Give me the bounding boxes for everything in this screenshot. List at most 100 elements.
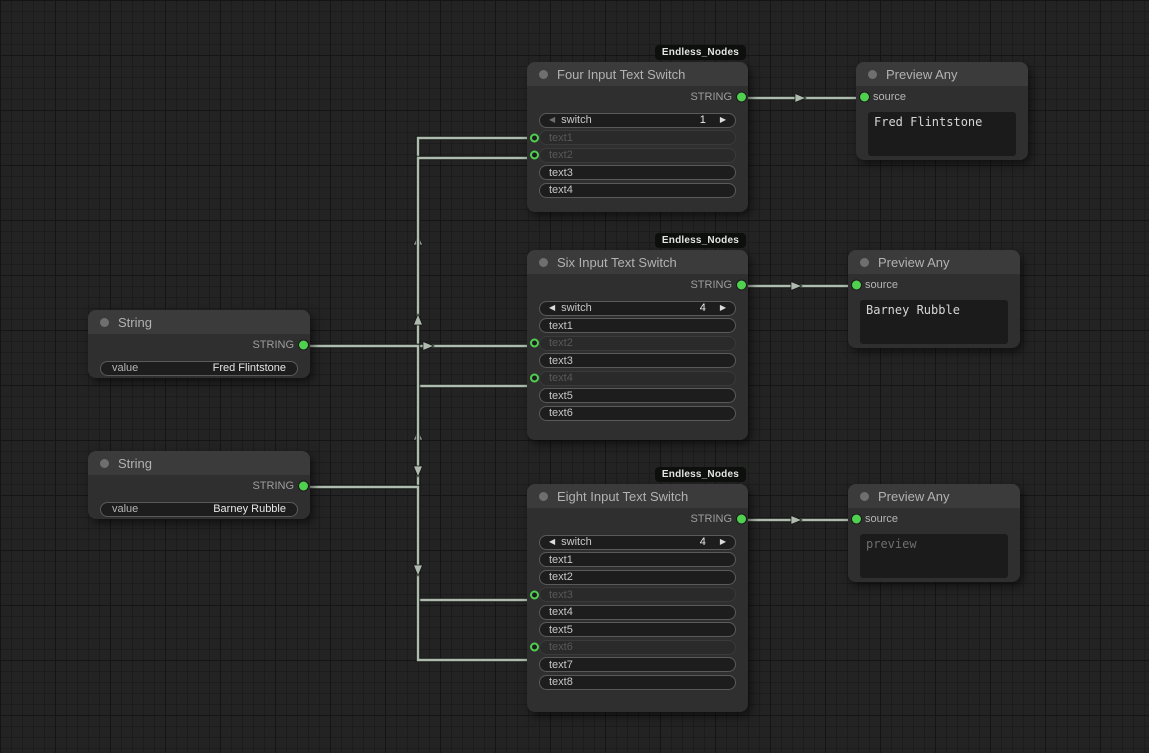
widget-value: Fred Flintstone xyxy=(212,362,286,374)
input-text4[interactable]: text4 xyxy=(539,182,736,198)
link-direction-arrow-icon xyxy=(794,92,807,104)
input-text2[interactable]: text2 xyxy=(530,147,736,163)
collapse-dot-icon[interactable] xyxy=(868,69,877,79)
node-preview-any-3[interactable]: Preview Any source preview xyxy=(848,484,1020,582)
node-six-input-text-switch[interactable]: Endless_Nodes Six Input Text Switch STRI… xyxy=(527,233,748,440)
input-label: source xyxy=(873,91,907,103)
input-dot[interactable] xyxy=(530,338,539,348)
collapse-dot-icon[interactable] xyxy=(860,491,869,501)
output-label: STRING xyxy=(690,279,732,291)
node-badge: Endless_Nodes xyxy=(654,45,746,60)
input-text3[interactable]: text3 xyxy=(539,165,736,180)
input-text5[interactable]: text5 xyxy=(539,622,736,637)
input-dot[interactable] xyxy=(851,280,861,290)
node-title-bar[interactable]: Preview Any xyxy=(848,250,1020,274)
increment-arrow-icon[interactable]: ▶ xyxy=(719,303,726,312)
output-dot[interactable] xyxy=(298,481,308,491)
widget-value: Barney Rubble xyxy=(213,503,286,515)
node-preview-any-2[interactable]: Preview Any source Barney Rubble xyxy=(848,250,1020,348)
input-dot[interactable] xyxy=(859,92,869,102)
input-label: text7 xyxy=(549,658,573,671)
input-label: source xyxy=(865,513,899,525)
preview-textarea[interactable]: Fred Flintstone xyxy=(868,112,1016,156)
input-text7[interactable]: text7 xyxy=(539,657,736,672)
node-title-bar[interactable]: Four Input Text Switch xyxy=(527,62,748,86)
input-text3[interactable]: text3 xyxy=(539,353,736,368)
decrement-arrow-icon[interactable]: ◀ xyxy=(549,115,556,124)
input-label: text4 xyxy=(549,184,573,196)
link-direction-arrow-icon xyxy=(790,514,803,526)
output-row: STRING xyxy=(527,274,748,296)
output-dot[interactable] xyxy=(736,92,746,102)
node-string-2[interactable]: String STRING value Barney Rubble xyxy=(88,451,310,519)
link-direction-arrow-icon xyxy=(412,313,424,326)
input-text3[interactable]: text3 xyxy=(530,587,736,602)
input-label: source xyxy=(865,279,899,291)
output-label: STRING xyxy=(690,91,732,103)
node-title-bar[interactable]: String xyxy=(88,310,310,334)
input-text6[interactable]: text6 xyxy=(530,639,736,655)
input-text6[interactable]: text6 xyxy=(539,405,736,421)
input-label: text1 xyxy=(549,319,573,332)
node-title-bar[interactable]: Six Input Text Switch xyxy=(527,250,748,274)
node-title-bar[interactable]: Preview Any xyxy=(848,484,1020,508)
collapse-dot-icon[interactable] xyxy=(539,491,548,501)
input-text4[interactable]: text4 xyxy=(530,370,736,386)
input-dot[interactable] xyxy=(530,150,539,160)
input-dot[interactable] xyxy=(530,642,539,652)
input-label: text6 xyxy=(549,407,573,419)
increment-arrow-icon[interactable]: ▶ xyxy=(719,537,726,546)
preview-textarea[interactable]: preview xyxy=(860,534,1008,578)
collapse-dot-icon[interactable] xyxy=(100,458,109,468)
input-row: source xyxy=(856,86,1028,108)
input-text2[interactable]: text2 xyxy=(530,335,736,351)
input-dot[interactable] xyxy=(530,373,539,383)
collapse-dot-icon[interactable] xyxy=(860,257,869,267)
input-label: text2 xyxy=(549,149,573,161)
node-title-bar[interactable]: Eight Input Text Switch xyxy=(527,484,748,508)
collapse-dot-icon[interactable] xyxy=(539,257,548,267)
input-text8[interactable]: text8 xyxy=(539,674,736,690)
input-label: text2 xyxy=(549,337,573,349)
input-label: text4 xyxy=(549,606,573,618)
input-dot[interactable] xyxy=(851,514,861,524)
node-title-bar[interactable]: Preview Any xyxy=(856,62,1028,86)
output-dot[interactable] xyxy=(736,280,746,290)
node-four-input-text-switch[interactable]: Endless_Nodes Four Input Text Switch STR… xyxy=(527,45,748,212)
input-label: text4 xyxy=(549,372,573,384)
input-text1[interactable]: text1 xyxy=(539,552,736,567)
input-text1[interactable]: text1 xyxy=(530,130,736,145)
node-title: Preview Any xyxy=(878,254,950,270)
input-row: source xyxy=(848,508,1020,530)
node-preview-any-1[interactable]: Preview Any source Fred Flintstone xyxy=(856,62,1028,160)
input-text5[interactable]: text5 xyxy=(539,388,736,403)
collapse-dot-icon[interactable] xyxy=(539,69,548,79)
switch-value: 1 xyxy=(699,114,706,126)
input-dot[interactable] xyxy=(530,590,539,599)
input-text1[interactable]: text1 xyxy=(539,318,736,333)
input-text4[interactable]: text4 xyxy=(539,604,736,620)
node-title: Preview Any xyxy=(886,66,958,82)
decrement-arrow-icon[interactable]: ◀ xyxy=(549,537,556,546)
node-string-1[interactable]: String STRING value Fred Flintstone xyxy=(88,310,310,378)
widget-label: value xyxy=(112,362,139,374)
output-dot[interactable] xyxy=(736,514,746,524)
decrement-arrow-icon[interactable]: ◀ xyxy=(549,303,556,312)
increment-arrow-icon[interactable]: ▶ xyxy=(719,115,726,124)
input-text2[interactable]: text2 xyxy=(539,569,736,585)
collapse-dot-icon[interactable] xyxy=(100,317,109,327)
input-dot[interactable] xyxy=(530,133,539,142)
value-widget[interactable]: value Fred Flintstone xyxy=(100,360,298,376)
value-widget[interactable]: value Barney Rubble xyxy=(100,501,298,517)
preview-textarea[interactable]: Barney Rubble xyxy=(860,300,1008,344)
output-dot[interactable] xyxy=(298,340,308,350)
node-title-bar[interactable]: String xyxy=(88,451,310,475)
node-eight-input-text-switch[interactable]: Endless_Nodes Eight Input Text Switch ST… xyxy=(527,467,748,712)
node-badge: Endless_Nodes xyxy=(654,467,746,482)
input-label: text6 xyxy=(549,641,573,653)
